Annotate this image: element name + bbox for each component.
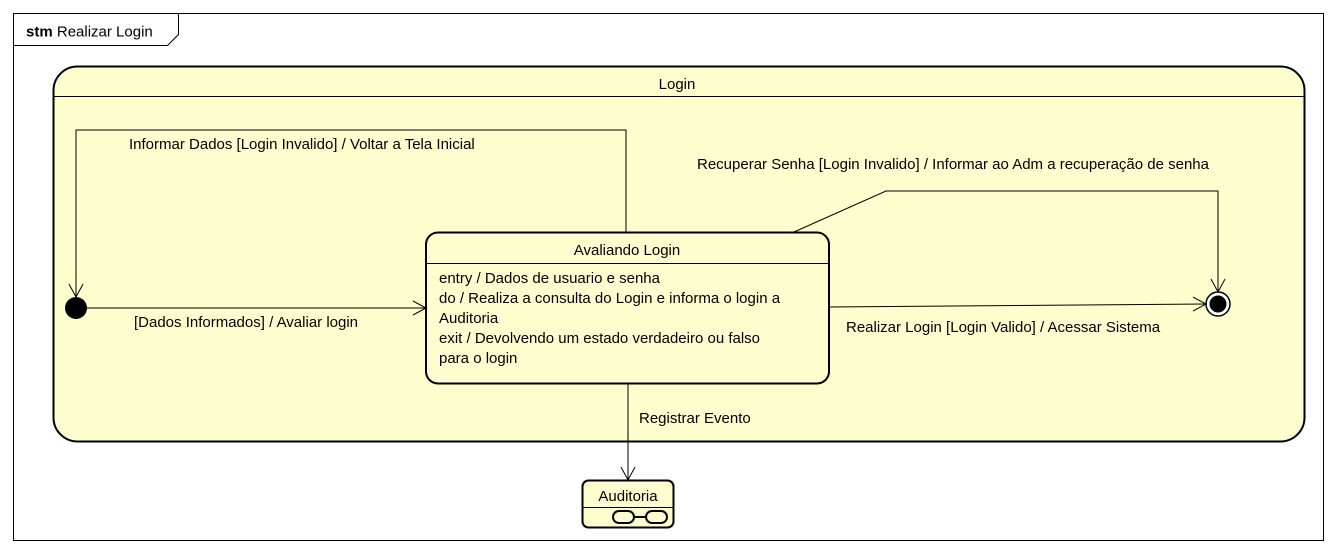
state-behavior-do-cont: Auditoria	[439, 310, 499, 327]
state-behavior-exit-cont: para o login	[439, 350, 517, 367]
frame-tab	[13, 13, 179, 46]
initial-state[interactable]	[65, 297, 87, 319]
transition-login-success[interactable]	[828, 296, 1208, 312]
transition-label-voltar: Informar Dados [Login Invalido] / Voltar…	[129, 136, 475, 153]
transition-state-to-initial[interactable]	[68, 129, 627, 299]
composite-state-title: Login	[659, 76, 696, 93]
state-behavior-do: do / Realiza a consulta do Login e infor…	[439, 290, 781, 307]
submachine-title: Auditoria	[598, 488, 658, 505]
final-state-inner	[1209, 295, 1227, 313]
submachine-link-icon	[612, 510, 668, 524]
transition-label-acessar: Realizar Login [Login Valido] / Acessar …	[846, 319, 1161, 336]
state-title: Avaliando Login	[574, 242, 680, 259]
transition-label-registrar: Registrar Evento	[639, 410, 751, 427]
frame-label: stm Realizar Login	[26, 24, 153, 41]
state-behavior-exit: exit / Devolvendo um estado verdadeiro o…	[439, 330, 760, 347]
state-behavior-entry: entry / Dados de usuario e senha	[439, 270, 661, 287]
transition-label-recuperar: Recuperar Senha [Login Invalido] / Infor…	[697, 156, 1210, 173]
transition-label-avaliar: [Dados Informados] / Avaliar login	[134, 314, 358, 331]
transition-recover-password[interactable]	[793, 190, 1226, 294]
